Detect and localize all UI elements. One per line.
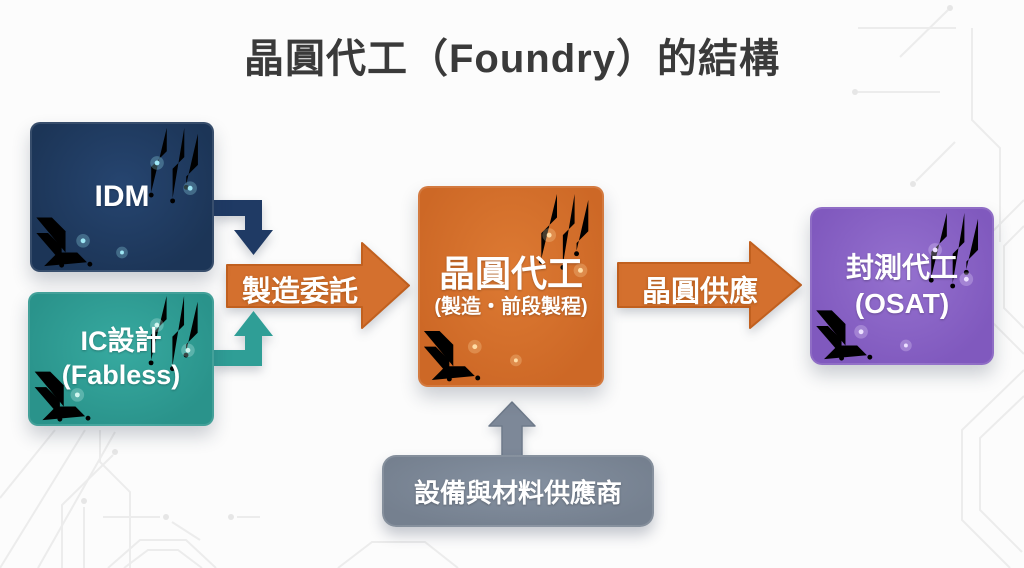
commission-arrow-label: 製造委託: [241, 276, 358, 308]
suppliers-to-foundry-arrow: [488, 401, 536, 461]
foundry-box: 晶圓代工 (製造・前段製程): [418, 186, 604, 387]
supply-arrow-label: 晶圓供應: [641, 276, 758, 308]
osat-box: 封測代工 (OSAT): [810, 207, 994, 365]
osat-box-label-line2: (OSAT): [854, 288, 950, 319]
fabless-box: IC設計 (Fabless): [28, 292, 214, 426]
suppliers-box: 設備與材料供應商: [382, 455, 654, 527]
commission-arrow: [226, 242, 410, 329]
fabless-to-foundry-arrow: [213, 311, 273, 366]
suppliers-box-label: 設備與材料供應商: [413, 477, 622, 508]
foundry-box-label-line1: 晶圓代工: [438, 252, 583, 294]
foundry-box-label-line2: (製造・前段製程): [434, 296, 588, 319]
circuit-pattern-decoration: [36, 127, 198, 268]
fabless-box-label-line2: (Fabless): [61, 360, 181, 390]
idm-box: IDM: [30, 122, 214, 272]
fabless-box-label-line1: IC設計: [80, 326, 162, 357]
circuit-pattern-decoration: [816, 212, 979, 361]
page-title: 晶圓代工（Foundry）的結構: [244, 37, 780, 81]
supply-arrow: [617, 241, 802, 329]
circuit-pattern-decoration: [34, 295, 198, 422]
idm-box-label: IDM: [94, 180, 150, 213]
circuit-pattern-decoration: [423, 194, 589, 382]
idm-to-foundry-arrow: [213, 200, 273, 255]
osat-box-label-line1: 封測代工: [845, 251, 958, 283]
